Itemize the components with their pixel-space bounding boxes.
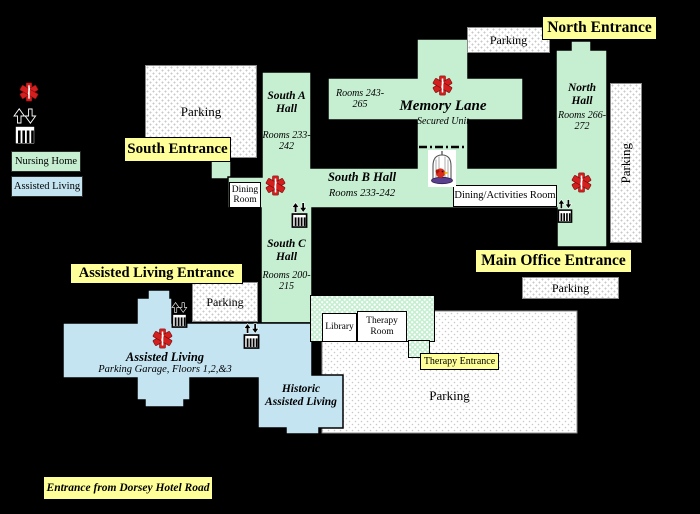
legend-nursing-home: Nursing Home <box>11 151 81 172</box>
therapy-room-label: Therapy Room <box>366 316 398 337</box>
south-c-hall-rooms: Rooms 200-215 <box>262 270 311 293</box>
assisted-living-entrance-label: Assisted Living Entrance <box>70 263 243 284</box>
north-hall-rooms: Rooms 266-272 <box>557 110 607 133</box>
main-office-entrance-label: Main Office Entrance <box>475 249 632 273</box>
assisted-living-name: Assisted Living <box>125 350 205 364</box>
north-entrance-label: North Entrance <box>542 16 657 40</box>
south-b-hall-name: South B Hall <box>327 170 397 184</box>
birdcage-icon <box>428 150 456 187</box>
memory-lane-secured-unit: Secured Unit <box>416 116 470 127</box>
historic-assisted-living-name: Historic Assisted Living <box>265 383 337 408</box>
library-label: Library <box>325 322 354 333</box>
therapy-room: Therapy Room <box>357 311 407 342</box>
therapy-entrance-text: Therapy Entrance <box>423 356 496 367</box>
elevator-icon <box>557 199 573 223</box>
south-c-hall-name: South C Hall <box>267 238 306 263</box>
star-of-life-icon <box>265 174 286 197</box>
legend-nursing-home-label: Nursing Home <box>14 156 78 167</box>
dining-room-label: Dining Room <box>231 184 259 205</box>
dining-room: Dining Room <box>229 182 261 208</box>
nursing-home-building-shape <box>227 38 608 324</box>
parking-label: Parking <box>206 294 244 309</box>
south-entrance-text: South Entrance <box>127 141 228 157</box>
parking-area-east-strip: Parking <box>610 83 642 243</box>
elevator-icon <box>243 323 260 349</box>
parking-label: Parking <box>618 142 633 184</box>
therapy-entrance-label: Therapy Entrance <box>420 353 499 370</box>
elevator-icon <box>291 202 308 228</box>
star-of-life-icon <box>152 327 173 350</box>
parking-area-assisted-living: Parking <box>192 282 258 322</box>
parking-label: Parking <box>489 32 528 47</box>
assisted-living-building-shape <box>62 289 344 435</box>
assisted-living-subtitle: Parking Garage, Floors 1,2,&3 <box>98 364 232 375</box>
elevator-icon <box>13 108 37 146</box>
elevator-icon <box>171 302 188 328</box>
library-room: Library <box>322 313 357 342</box>
dining-activities-room-label: Dining/Activities Room <box>454 190 556 202</box>
star-of-life-icon <box>571 171 592 194</box>
road-entrance-text: Entrance from Dorsey Hotel Road <box>46 482 210 494</box>
parking-area-north: Parking <box>467 27 550 53</box>
south-entrance-stub-shape <box>210 158 232 180</box>
south-entrance-label: South Entrance <box>124 137 231 162</box>
parking-label: Parking <box>429 388 470 403</box>
south-b-hall-rooms: Rooms 233-242 <box>328 188 396 199</box>
north-entrance-text: North Entrance <box>547 19 652 36</box>
south-a-hall-rooms: Rooms 233-242 <box>262 130 311 153</box>
star-of-life-icon <box>432 74 453 97</box>
memory-lane-name: Memory Lane <box>399 98 487 114</box>
south-a-hall-name: South A Hall <box>267 90 306 115</box>
parking-label: Parking <box>180 103 222 119</box>
main-office-entrance-text: Main Office Entrance <box>481 252 626 269</box>
memory-lane-west-rooms: Rooms 243-265 <box>335 88 385 111</box>
parking-label: Parking <box>551 280 590 295</box>
road-entrance-label: Entrance from Dorsey Hotel Road <box>43 476 213 500</box>
legend-assisted-living: Assisted Living <box>11 176 83 197</box>
parking-area-bottom-label: Parking <box>322 388 577 404</box>
north-hall-name: North Hall <box>567 82 597 107</box>
star-of-life-icon <box>19 81 39 103</box>
legend-assisted-living-label: Assisted Living <box>13 181 81 192</box>
assisted-living-entrance-text: Assisted Living Entrance <box>78 265 235 281</box>
parking-area-main-office: Parking <box>522 277 619 299</box>
dining-activities-room: Dining/Activities Room <box>453 185 557 207</box>
